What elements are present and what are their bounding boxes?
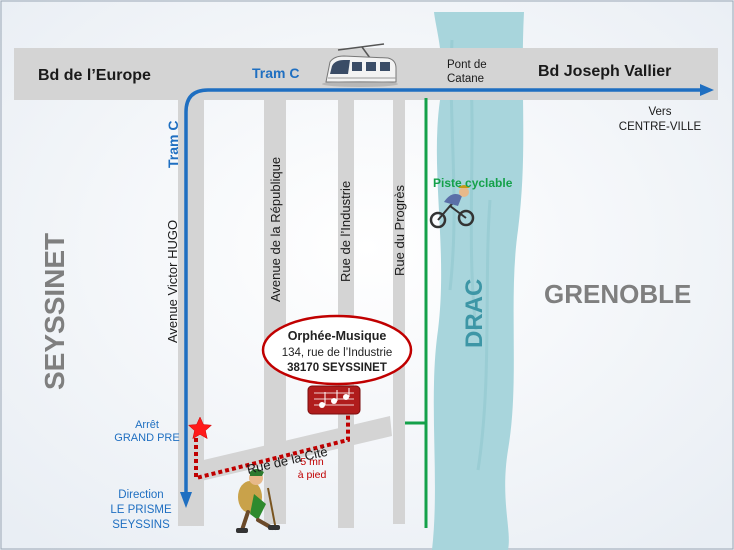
- direction-centre-ville: CENTRE-VILLE: [619, 121, 702, 133]
- street-label-av-republique: Avenue de la République: [268, 157, 283, 302]
- direction-le-prisme: LE PRISME: [110, 504, 172, 516]
- direction-label: Direction: [118, 489, 163, 501]
- street-label-bd-vallier: Bd Joseph Vallier: [538, 63, 671, 80]
- area-label-seyssinet: SEYSSINET: [39, 233, 70, 390]
- music-shop-icon: [307, 385, 361, 415]
- venue-name: Orphée-Musique: [288, 329, 387, 343]
- walk-mode-label: à pied: [298, 469, 327, 481]
- direction-vers: Vers: [648, 106, 671, 118]
- walk-time-label: 5 mn: [300, 456, 324, 468]
- venue-city: 38170 SEYSSINET: [287, 362, 387, 374]
- tram-c-line: [184, 88, 708, 500]
- tram-icon: [322, 43, 398, 87]
- direction-seyssins: SEYSSINS: [112, 519, 170, 531]
- stop-label-grand-pre: GRAND PRE: [114, 432, 179, 444]
- hiker-icon: [236, 469, 280, 533]
- street-label-rue-industrie: Rue de l’Industrie: [338, 181, 353, 282]
- street-av-victor-hugo: [178, 80, 204, 526]
- tram-label-vertical: Tram C: [165, 121, 181, 168]
- venue-address: 134, rue de l’Industrie: [282, 347, 393, 359]
- street-label-rue-progres: Rue du Progrès: [392, 184, 407, 276]
- stop-label-arret: Arrêt: [135, 419, 159, 431]
- street-label-pont-catane-1: Pont de: [447, 59, 487, 71]
- tram-arrow-south: [180, 492, 192, 508]
- street-label-av-victor-hugo: Avenue Victor HUGO: [165, 220, 180, 343]
- walking-route: [194, 412, 350, 481]
- bike-path-label: Piste cyclable: [433, 176, 513, 190]
- street-rue-industrie: [338, 96, 354, 528]
- star-icon: [187, 416, 213, 440]
- venue-callout: [261, 314, 413, 386]
- street-rue-progres: [393, 96, 405, 524]
- tram-label-horizontal: Tram C: [252, 65, 299, 81]
- tram-arrow-east: [700, 84, 714, 96]
- street-label-pont-catane-2: Catane: [447, 73, 484, 85]
- street-label-bd-europe: Bd de l’Europe: [38, 67, 151, 84]
- river-label-drac: DRAC: [461, 279, 488, 348]
- drac-river: [432, 12, 524, 550]
- cyclist-icon: [429, 185, 475, 229]
- area-label-grenoble: GRENOBLE: [544, 279, 691, 309]
- street-rue-cite: [195, 416, 392, 482]
- street-av-republique: [264, 96, 286, 524]
